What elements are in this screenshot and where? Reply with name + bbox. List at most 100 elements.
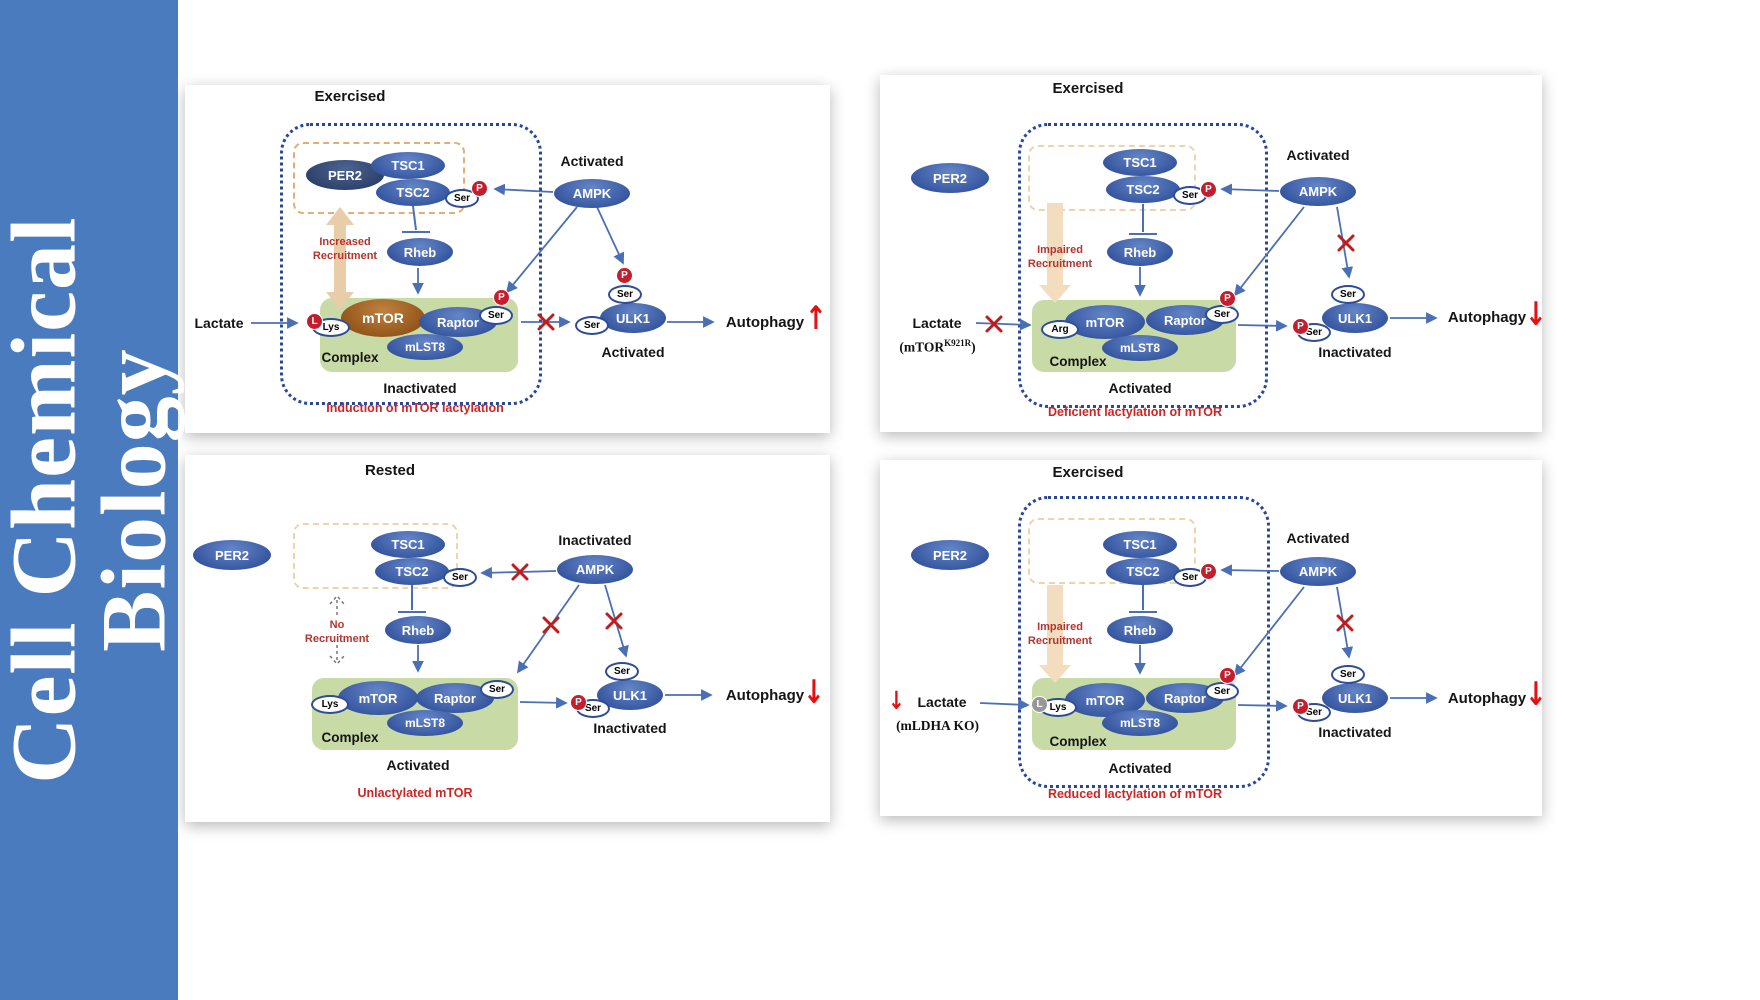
cell-boundary <box>1018 496 1270 788</box>
raptor-ser-site: Ser <box>480 680 514 699</box>
raptor-phospho-badge: P <box>1219 290 1236 307</box>
condition-title: Rested <box>364 462 416 479</box>
tsc2-ser-site: Ser <box>445 189 479 208</box>
ampk-state-label: Inactivated <box>558 532 632 548</box>
raptor-phospho-badge: P <box>1219 667 1236 684</box>
ulk1-side-phospho-badge: P <box>570 694 587 711</box>
lactate-note: (mTORK921R) <box>899 338 976 355</box>
condition-title: Exercised <box>314 88 386 105</box>
condition-title: Exercised <box>1052 80 1124 97</box>
raptor-phospho-badge: P <box>493 289 510 306</box>
rheb-protein: Rheb <box>1107 238 1173 266</box>
autophagy-down-arrow-icon: ↓ <box>1525 296 1542 334</box>
figure-caption: Induction of mTOR lactylation <box>326 401 504 415</box>
ampk-protein: AMPK <box>1280 557 1356 586</box>
activation-arrows <box>975 183 1438 332</box>
journal-sidebar: Cell Chemical Biology <box>0 0 185 1000</box>
per2-protein: PER2 <box>193 540 271 570</box>
ulk1-side-phospho-badge: P <box>1292 698 1309 715</box>
tsc2-protein: TSC2 <box>376 179 450 206</box>
pathway-arrows-svg <box>329 563 713 709</box>
activation-arrows <box>979 564 1438 712</box>
mtor-arg-site: Arg <box>1041 320 1079 339</box>
ulk1-state-label: Inactivated <box>593 720 667 736</box>
complex-state-label: Activated <box>1108 380 1172 396</box>
ampk-protein: AMPK <box>554 179 630 208</box>
panel-exercised-lactylation: Exercised PER2 TSC1 TSC2 Ser P Activated… <box>185 85 830 433</box>
mlst8-protein: mLST8 <box>1102 710 1178 736</box>
inhibition-tbar-icon <box>1129 204 1157 235</box>
mtor-protein: mTOR <box>338 681 418 715</box>
tsc1-protein: TSC1 <box>371 531 445 558</box>
inhibition-x-icon <box>1336 614 1354 632</box>
pathway-arrows-svg <box>251 183 715 331</box>
inhibition-tbar-icon <box>398 585 426 613</box>
ampk-protein: AMPK <box>1280 177 1356 206</box>
ulk1-side-ser-site: Ser <box>575 316 609 335</box>
journal-title-line2: Biology <box>83 348 185 652</box>
complex-state-label: Activated <box>1108 760 1172 776</box>
mlst8-protein: mLST8 <box>387 710 463 736</box>
recruitment-arrow-icon <box>326 207 354 310</box>
panel-exercised-mldha-ko: Exercised PER2 TSC1 TSC2 Ser P Activated… <box>880 460 1542 816</box>
mtor-protein: mTOR <box>341 299 425 337</box>
complex-label: Complex <box>321 730 379 745</box>
cell-boundary <box>280 123 542 405</box>
ulk1-phospho-badge: P <box>616 267 633 284</box>
figure-caption: Deficient lactylation of mTOR <box>1047 405 1223 419</box>
per2-recruitment-zone <box>1028 145 1196 211</box>
autophagy-label: Autophagy <box>1447 309 1527 326</box>
tsc1-protein: TSC1 <box>1103 149 1177 176</box>
autophagy-up-arrow-icon: ↑ <box>805 300 827 338</box>
tsc1-protein: TSC1 <box>1103 531 1177 558</box>
pathway-arrows-svg <box>975 183 1438 333</box>
autophagy-down-arrow-icon: ↓ <box>803 674 825 712</box>
raptor-ser-site: Ser <box>1205 682 1239 701</box>
rheb-protein: Rheb <box>385 616 451 644</box>
autophagy-label: Autophagy <box>725 314 805 331</box>
lactyl-badge: L <box>1031 696 1048 713</box>
per2-protein: PER2 <box>911 163 989 193</box>
per2-recruitment-zone <box>1028 518 1196 584</box>
ulk1-state-label: Activated <box>601 344 665 360</box>
ulk1-protein: ULK1 <box>600 303 666 333</box>
rheb-protein: Rheb <box>387 238 453 266</box>
ulk1-top-ser-site: Ser <box>1331 285 1365 304</box>
tsc2-protein: TSC2 <box>1106 558 1180 585</box>
tsc2-phospho-badge: P <box>1200 181 1217 198</box>
lactate-note: (mLDHA KO) <box>896 718 979 733</box>
tsc2-protein: TSC2 <box>1106 176 1180 203</box>
condition-title: Exercised <box>1052 464 1124 481</box>
recruitment-label: Increased Recruitment <box>312 236 378 263</box>
tsc2-phospho-badge: P <box>1200 563 1217 580</box>
ampk-state-label: Activated <box>1286 147 1350 163</box>
tsc2-phospho-badge: P <box>471 180 488 197</box>
figure-caption: Reduced lactylation of mTOR <box>1047 787 1223 801</box>
recruitment-arrow-icon <box>1039 585 1071 683</box>
mtor-protein: mTOR <box>1065 305 1145 339</box>
ampk-protein: AMPK <box>557 555 633 584</box>
recruitment-label: No Recruitment <box>304 619 370 646</box>
complex-state-label: Activated <box>386 757 450 773</box>
figure-caption: Unlactylated mTOR <box>357 786 473 800</box>
panel-exercised-k921r: Exercised PER2 TSC1 TSC2 Ser P Activated… <box>880 75 1542 432</box>
autophagy-label: Autophagy <box>725 687 805 704</box>
mlst8-protein: mLST8 <box>1102 335 1178 361</box>
ampk-state-label: Activated <box>1286 530 1350 546</box>
complex-label: Complex <box>321 350 379 365</box>
ulk1-protein: ULK1 <box>1322 683 1388 713</box>
cell-boundary <box>1018 123 1268 408</box>
lactate-label: Lactate <box>912 315 962 331</box>
tsc2-ser-site: Ser <box>1173 186 1207 205</box>
ulk1-top-ser-site: Ser <box>608 285 642 304</box>
ampk-state-label: Activated <box>560 153 624 169</box>
no-recruitment-arrows-icon <box>329 594 345 666</box>
raptor-ser-site: Ser <box>479 306 513 325</box>
ulk1-state-label: Inactivated <box>1318 344 1392 360</box>
lactate-label: Lactate <box>194 315 244 331</box>
complex-label: Complex <box>1049 354 1107 369</box>
rheb-protein: Rheb <box>1107 616 1173 644</box>
per2-protein: PER2 <box>306 160 384 190</box>
pathway-arrows-svg <box>979 564 1438 712</box>
ulk1-state-label: Inactivated <box>1318 724 1392 740</box>
